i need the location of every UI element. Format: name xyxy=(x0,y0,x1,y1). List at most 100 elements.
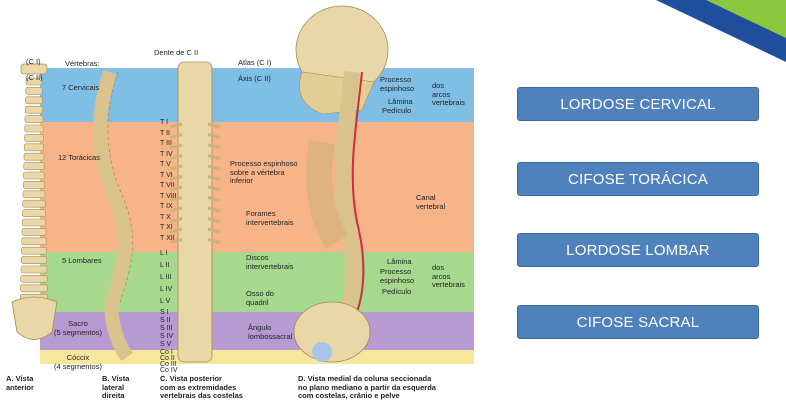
vertebra-shape xyxy=(23,171,45,180)
vertebra-shape xyxy=(20,265,48,274)
rib-stub xyxy=(207,154,221,160)
lordose-cervical-button[interactable]: LORDOSE CERVICAL xyxy=(517,87,759,121)
anterior-vertebrae xyxy=(19,77,49,302)
label-lamina-low: Lâmina xyxy=(387,257,412,266)
rib-stub xyxy=(169,206,183,213)
label-discos: Discos intervertebrais xyxy=(246,253,294,271)
vertebra-shape xyxy=(22,190,46,199)
label-pediculo-low: Pedículo xyxy=(382,287,412,296)
vertebra-shape xyxy=(20,275,48,283)
anterior-spine xyxy=(20,63,48,75)
vertebra-shape xyxy=(23,152,45,161)
vertebra-tick-label: T X xyxy=(160,213,171,221)
vertebra-tick-label: Co III xyxy=(160,361,177,368)
vertebra-shape xyxy=(21,237,47,246)
rib-stub xyxy=(207,133,221,139)
vertebra-shape xyxy=(24,124,44,133)
label-atlas: Atlas (C I) xyxy=(238,58,272,67)
rib-stub xyxy=(169,143,183,150)
vertebra-tick-label: L IV xyxy=(160,286,173,293)
label-angulo: Ângulo lombossacral xyxy=(248,323,293,341)
vertebra-tick-label: T XII xyxy=(160,234,175,242)
rib-stub xyxy=(169,238,183,244)
vertebra-tick-label: T VII xyxy=(160,182,175,189)
vertebra-tick-label: Co I xyxy=(160,349,173,356)
vertebra-tick-label: T XI xyxy=(160,224,173,231)
rib-stub xyxy=(169,122,183,129)
vertebra-tick-label: S II xyxy=(160,317,171,324)
label-osso-quadril: Osso do quadril xyxy=(246,289,274,307)
corner-green-stripe xyxy=(706,0,786,38)
caption-b: B. Vista lateral direita xyxy=(102,374,130,400)
rib-stub xyxy=(207,196,221,202)
vertebra-tick-label: T I xyxy=(160,119,169,126)
label-dente: Dente de C II xyxy=(154,48,199,57)
label-pediculo-top: Pedículo xyxy=(382,106,412,115)
vertebra-shape xyxy=(23,143,45,152)
rib-stub xyxy=(169,133,183,139)
label-coccix: Cóccix (4 segmentos) xyxy=(54,353,102,371)
label-cervicais: 7 Cervicais xyxy=(62,83,100,92)
ribcage xyxy=(306,139,349,249)
vertebra-tick-label: S I xyxy=(160,309,169,316)
vertebra-tick-label: T III xyxy=(160,140,172,147)
vertebra-tick-label: T IV xyxy=(160,150,173,158)
label-sacro: Sacro (5 segmentos) xyxy=(54,319,102,337)
cifose-sacral-button[interactable]: CIFOSE SACRAL xyxy=(517,305,759,339)
rib-stub xyxy=(207,143,221,150)
vertebra-tick-label: S IV xyxy=(160,333,174,340)
label-dos-arcos-top: dos arcos vertebrais xyxy=(432,81,465,107)
vertebra-tick-label: T VIII xyxy=(160,192,177,200)
label-canal: Canal vertebral xyxy=(416,193,446,211)
vertebra-tick-label: Co IV xyxy=(160,367,178,374)
vertebra-shape xyxy=(24,105,44,114)
vertebra-shape xyxy=(20,284,48,293)
vertebra-tick-label: T IX xyxy=(160,203,173,210)
vertebra-tick-label: T II xyxy=(160,129,170,137)
vertebra-tick-label: L III xyxy=(160,274,172,281)
vertebra-tick-label: L II xyxy=(160,262,170,269)
vertebra-shape xyxy=(23,162,45,170)
vertebra-tick-label: S V xyxy=(160,341,172,348)
label-processo-espinhoso-low: Processo espinhoso xyxy=(380,267,415,285)
vertebra-shape xyxy=(24,134,44,142)
vertebra-shape xyxy=(21,218,47,227)
label-lombares: 5 Lombares xyxy=(62,256,102,265)
lordose-lombar-button[interactable]: LORDOSE LOMBAR xyxy=(517,233,759,267)
rib-stub xyxy=(169,175,183,181)
label-processo-espinhoso-top: Processo espinhoso xyxy=(380,75,415,93)
vertebra-shape xyxy=(25,96,43,105)
label-ci: (C I) xyxy=(26,57,41,66)
caption-a: A. Vista anterior xyxy=(6,374,34,392)
rib-stub xyxy=(169,196,183,202)
hip-joint xyxy=(312,342,332,362)
lateral-spine-curve xyxy=(93,69,133,361)
caption-c: C. Vista posterior com as extremidades v… xyxy=(160,374,243,400)
rib-stub xyxy=(169,164,183,171)
vertebra-tick-label: L I xyxy=(160,250,168,257)
pelvis xyxy=(293,301,371,363)
label-vertebras: Vértebras: xyxy=(65,59,100,68)
vertebra-shape xyxy=(25,87,43,95)
vertebra-shape xyxy=(22,199,46,208)
rib-stub xyxy=(169,154,183,160)
label-forames: Forames intervertebrais xyxy=(246,209,294,227)
vertebra-tick-label: Co II xyxy=(160,355,175,362)
rib-stub xyxy=(207,175,221,181)
rib-stub xyxy=(169,185,183,192)
cifose-toracica-button[interactable]: CIFOSE TORÁCICA xyxy=(517,162,759,196)
vertebra-shape xyxy=(20,256,48,264)
vertebra-tick-label: T VI xyxy=(160,171,173,179)
vertebra-shape xyxy=(22,209,46,217)
rib-stub xyxy=(207,185,221,192)
vertebra-shape xyxy=(21,228,47,236)
corner-decoration xyxy=(656,0,786,62)
rib-stub xyxy=(207,206,221,213)
label-cii: (C II) xyxy=(26,73,43,82)
rib-stub xyxy=(207,164,221,171)
rib-stub xyxy=(207,122,221,129)
vertebra-tick-label: T V xyxy=(160,161,171,168)
vertebra-shape xyxy=(24,115,44,123)
label-toracicas: 12 Torácicas xyxy=(58,153,100,162)
